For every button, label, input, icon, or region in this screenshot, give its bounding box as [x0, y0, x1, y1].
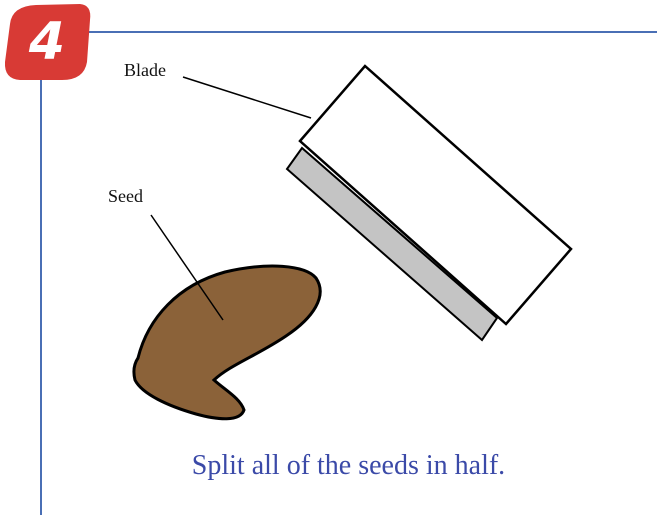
blade-label: Blade — [124, 60, 166, 81]
instruction-caption: Split all of the seeds in half. — [0, 450, 657, 482]
seed-shape — [134, 266, 320, 419]
seed-label: Seed — [108, 186, 143, 207]
blade-leader-line — [183, 77, 311, 118]
